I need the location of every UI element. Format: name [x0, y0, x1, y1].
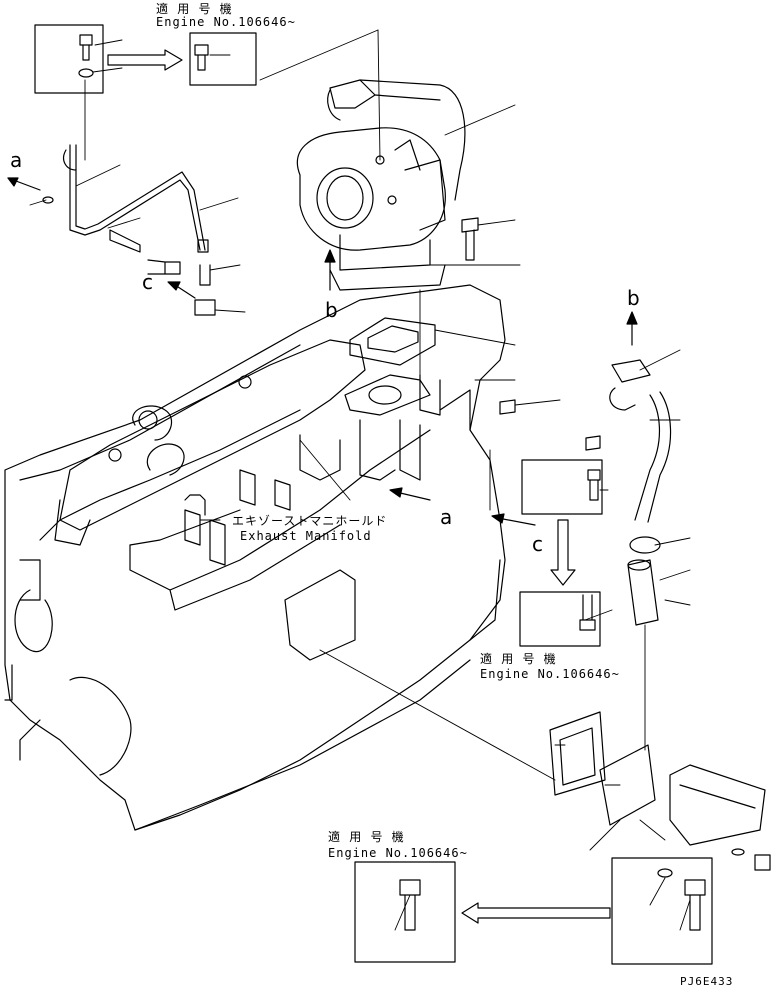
- leader-lines: [29, 29, 691, 931]
- note-mid-jp: 適 用 号 機: [480, 652, 557, 666]
- note-top-jp: 適 用 号 機: [156, 2, 233, 16]
- side-cover-plate: [284, 569, 356, 661]
- marker-c-right: c: [532, 532, 543, 556]
- note-top-en: Engine No.106646~: [156, 15, 296, 29]
- engine-block: [4, 284, 506, 831]
- marker-b-left: b: [325, 298, 338, 322]
- direction-arrows: [7, 177, 638, 526]
- manifold-label-en: Exhaust Manifold: [240, 529, 372, 543]
- bolts: [42, 34, 771, 931]
- turbocharger: [296, 79, 466, 291]
- drain-flange: [599, 744, 656, 826]
- bracket: [669, 764, 766, 846]
- note-mid-en: Engine No.106646~: [480, 667, 620, 681]
- turbo-gasket: [349, 317, 436, 366]
- marker-b-right: b: [627, 286, 640, 310]
- marker-c-left: c: [142, 270, 153, 294]
- marker-a-left: a: [10, 148, 23, 172]
- drawing-code: PJ6E433: [680, 975, 734, 988]
- note-bottom-jp: 適 用 号 機: [328, 830, 405, 844]
- transition-arrows: [107, 49, 611, 924]
- cover-gasket: [549, 711, 606, 796]
- manifold-label-jp: エキゾーストマニホールド: [232, 514, 388, 528]
- callout-boxes: [34, 24, 713, 965]
- oil-pipe: [63, 144, 209, 253]
- oil-drain-tube: [609, 359, 672, 626]
- marker-a-right: a: [440, 505, 453, 529]
- note-bottom-en: Engine No.106646~: [328, 846, 468, 860]
